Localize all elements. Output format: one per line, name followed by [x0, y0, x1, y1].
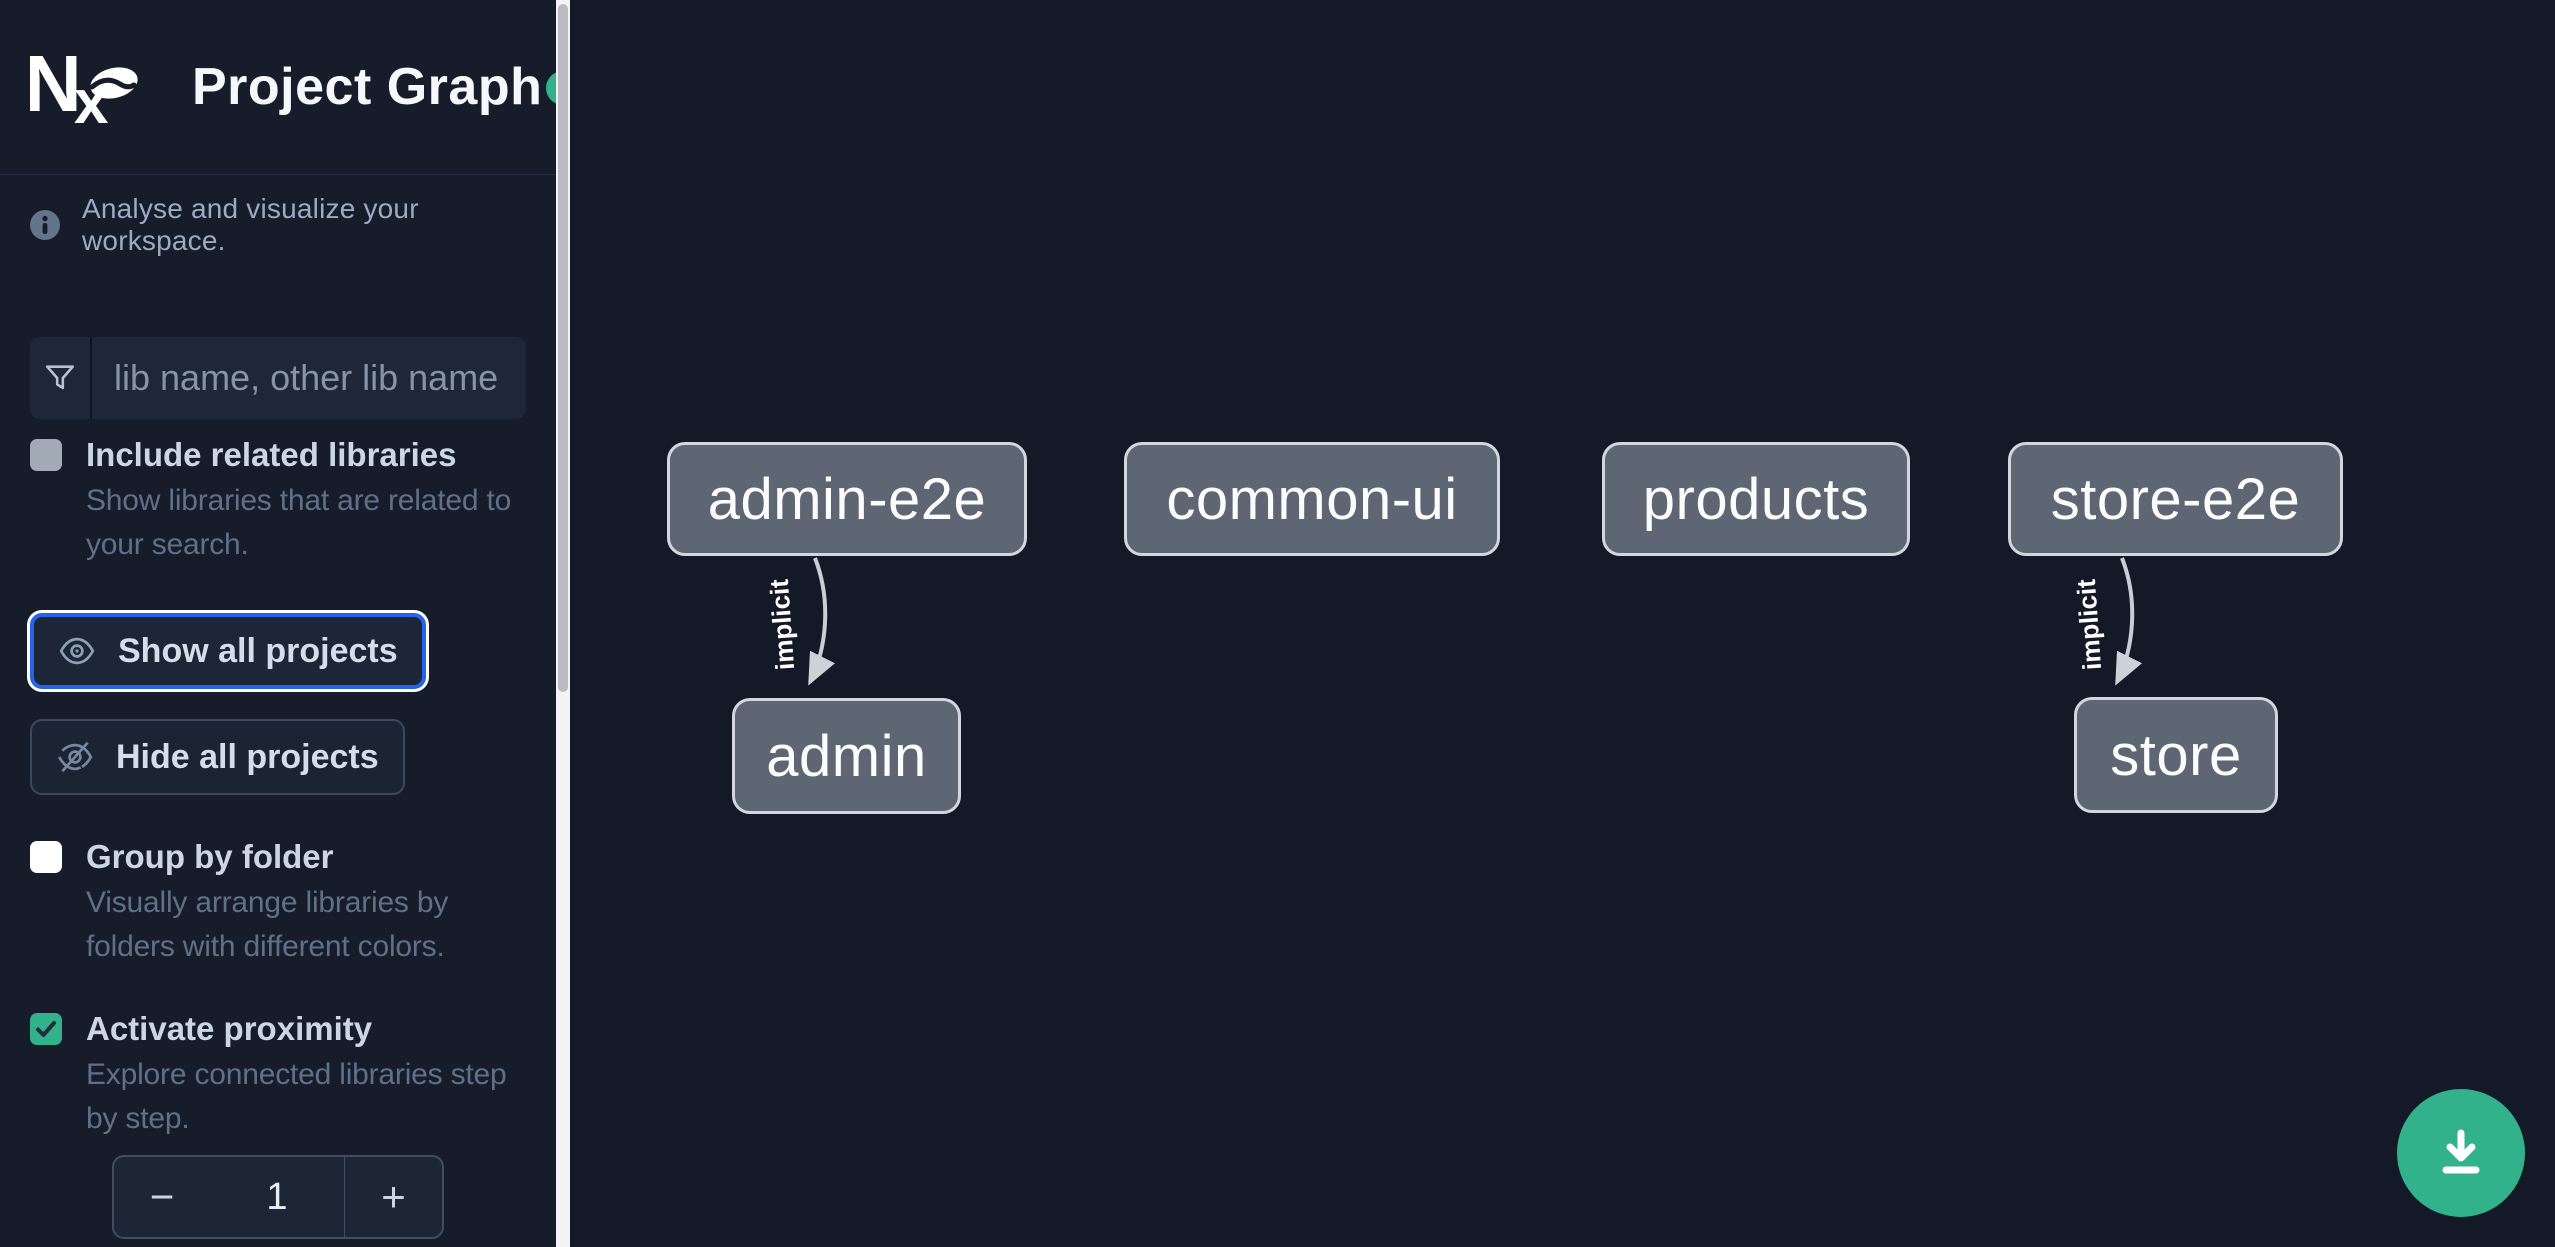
sidebar: N x Project Graph Analyse and visualize … — [0, 0, 588, 1247]
checkmark-icon — [36, 1021, 56, 1037]
info-text: Analyse and visualize your workspace. — [82, 193, 419, 256]
filter-box — [30, 337, 526, 419]
checkbox-label: Include related libraries — [86, 436, 457, 473]
checkbox-row-include-related: Include related libraries Show libraries… — [30, 435, 526, 567]
proximity-depth-stepper: − 1 + — [112, 1155, 444, 1239]
scrollbar-thumb[interactable] — [558, 4, 568, 692]
increment-button[interactable]: + — [345, 1157, 442, 1237]
graph-edges: implicit implicit — [760, 557, 2143, 686]
hide-all-projects-button[interactable]: Hide all projects — [30, 719, 405, 795]
graph-node-common-ui[interactable]: common-ui — [1124, 442, 1500, 556]
funnel-icon — [30, 337, 92, 419]
svg-text:N: N — [30, 49, 82, 125]
download-graph-button[interactable] — [2397, 1089, 2525, 1217]
sidebar-header: N x Project Graph — [0, 0, 588, 175]
workspace-info: Analyse and visualize your workspace. — [30, 193, 526, 256]
eye-icon — [59, 637, 95, 665]
edge-label-store-e2e: implicit — [2071, 578, 2107, 671]
graph-edge-store-e2e-store — [2115, 557, 2143, 686]
graph-node-store-e2e[interactable]: store-e2e — [2008, 442, 2343, 556]
checkbox-row-activate-proximity: Activate proximity Explore connected lib… — [30, 1009, 526, 1141]
checkbox-description: Show libraries that are related to your … — [86, 484, 512, 561]
graph-node-admin[interactable]: admin — [732, 698, 961, 814]
eye-off-icon — [57, 741, 93, 773]
checkbox-row-group-by-folder: Group by folder Visually arrange librari… — [30, 837, 526, 969]
checkbox-label: Group by folder — [86, 838, 334, 875]
show-all-projects-label: Show all projects — [118, 631, 398, 670]
graph-node-store[interactable]: store — [2074, 697, 2278, 813]
info-icon — [30, 210, 60, 240]
include-related-checkbox[interactable] — [30, 439, 62, 471]
stepper-value: 1 — [210, 1157, 345, 1237]
graph-canvas[interactable]: implicit implicit admin-e2e common-ui produ… — [570, 0, 2555, 1247]
checkbox-description: Explore connected libraries step by step… — [86, 1058, 507, 1135]
activate-proximity-checkbox[interactable] — [30, 1013, 62, 1045]
graph-node-admin-e2e[interactable]: admin-e2e — [667, 442, 1027, 556]
checkbox-description: Visually arrange libraries by folders wi… — [86, 886, 449, 963]
show-all-projects-button[interactable]: Show all projects — [30, 613, 426, 689]
graph-node-products[interactable]: products — [1602, 442, 1910, 556]
group-by-folder-checkbox[interactable] — [30, 841, 62, 873]
sidebar-scrollbar — [556, 0, 570, 1247]
checkbox-label: Activate proximity — [86, 1010, 373, 1047]
nx-logo: N x — [30, 49, 138, 125]
download-icon — [2442, 1129, 2480, 1174]
filter-input[interactable] — [92, 337, 526, 419]
decrement-button[interactable]: − — [114, 1157, 210, 1237]
edge-label-admin-e2e: implicit — [764, 578, 800, 671]
hide-all-projects-label: Hide all projects — [116, 737, 379, 776]
page-title: Project Graph — [192, 58, 543, 116]
graph-edge-admin-e2e-admin — [808, 557, 836, 686]
